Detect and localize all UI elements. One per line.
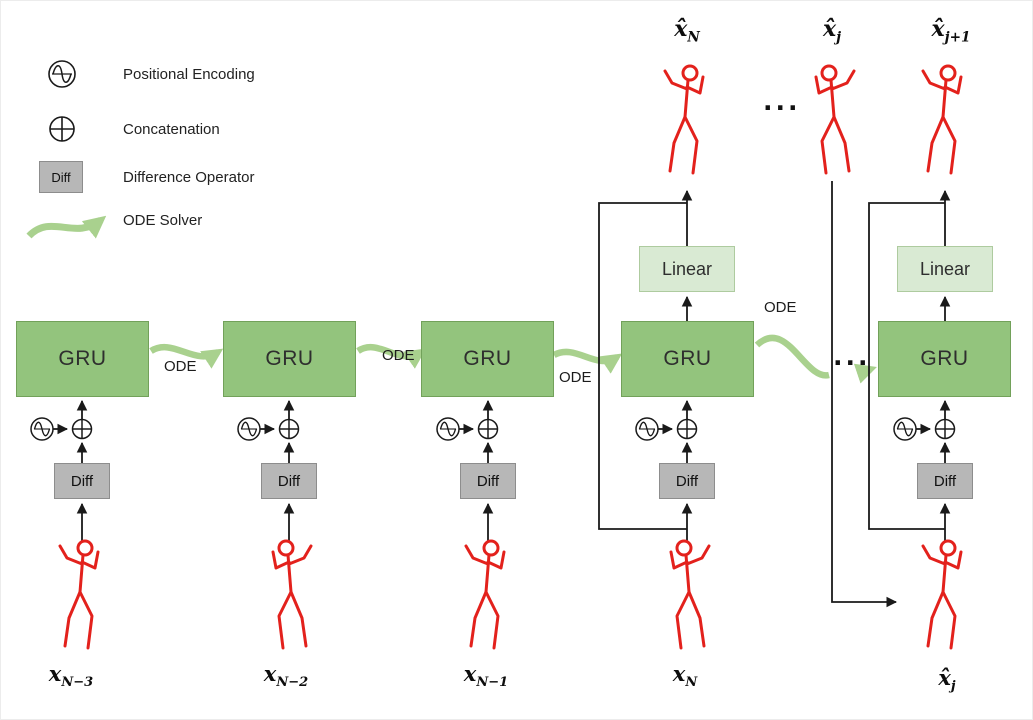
math-sub: N xyxy=(685,675,698,691)
diff-block-5: Diff xyxy=(917,463,973,499)
math-sub: N−3 xyxy=(61,675,94,691)
pose-figure-output-j1 xyxy=(921,64,963,175)
gru-block-2: GRU xyxy=(223,321,356,397)
math-sub: j xyxy=(950,679,956,695)
ode-solver-arrows xyxy=(149,334,877,384)
math-sub: N−1 xyxy=(476,675,509,691)
pose-figure-output-j xyxy=(814,64,856,175)
pose-figure-input-5 xyxy=(921,539,963,650)
positional-encoding-icon xyxy=(237,417,261,441)
ode-arrow-3 xyxy=(552,348,623,374)
input-label-3: xN−1 xyxy=(464,662,508,691)
concatenation-icon xyxy=(278,418,300,440)
linear-block-2: Linear xyxy=(897,246,993,292)
column5-connectors xyxy=(868,189,951,541)
pose-figure-input-2 xyxy=(271,539,313,650)
math-base: x xyxy=(463,661,477,686)
math-base: x xyxy=(48,661,62,686)
legend-label-concatenation: Concatenation xyxy=(123,121,220,138)
input-label-4: xN xyxy=(673,662,697,691)
ode-label-4: ODE xyxy=(764,299,797,316)
prediction-feedback-arrow xyxy=(831,181,898,608)
column3-connectors xyxy=(459,399,494,541)
positional-encoding-icon xyxy=(893,417,917,441)
math-base: x̂ xyxy=(931,16,945,42)
concatenation-icon xyxy=(934,418,956,440)
skip-connection xyxy=(868,202,945,530)
ode-label-1: ODE xyxy=(164,358,197,375)
ode-arrow-2 xyxy=(356,343,427,369)
math-base: x xyxy=(672,661,686,686)
pose-figure-input-4 xyxy=(669,539,711,650)
legend-diff-box: Diff xyxy=(39,161,83,193)
diff-block-4: Diff xyxy=(659,463,715,499)
math-sub: N xyxy=(687,29,700,46)
diff-block-2: Diff xyxy=(261,463,317,499)
column2-connectors xyxy=(260,399,295,541)
ode-label-3: ODE xyxy=(559,369,592,386)
positional-encoding-icon xyxy=(436,417,460,441)
math-sub: j+1 xyxy=(944,29,971,46)
pose-figure-output-n xyxy=(663,64,705,175)
positional-encoding-icon xyxy=(48,60,76,88)
math-base: x̂ xyxy=(674,16,688,42)
input-label-2: xN−2 xyxy=(264,662,308,691)
gru-block-5: GRU xyxy=(878,321,1011,397)
ode-arrow-4a xyxy=(754,334,830,379)
math-base: x̂ xyxy=(822,16,837,42)
diff-block-1: Diff xyxy=(54,463,110,499)
positional-encoding-icon xyxy=(635,417,659,441)
ode-label-2: ODE xyxy=(382,347,415,364)
column4-connectors xyxy=(598,189,693,541)
legend-label-ode-solver: ODE Solver xyxy=(123,212,203,229)
gru-block-3: GRU xyxy=(421,321,554,397)
output-label-j: x̂j xyxy=(823,17,841,45)
legend-label-difference-operator: Difference Operator xyxy=(123,169,255,186)
ode-solver-arrow-icon xyxy=(26,215,107,239)
legend-label-positional-encoding: Positional Encoding xyxy=(123,66,255,83)
skip-connection xyxy=(598,202,687,530)
ellipsis-top: ... xyxy=(763,87,801,116)
column1-connectors xyxy=(53,399,88,541)
gru-block-1: GRU xyxy=(16,321,149,397)
diff-block-3: Diff xyxy=(460,463,516,499)
linear-block-1: Linear xyxy=(639,246,735,292)
math-base: x xyxy=(263,661,277,686)
output-pose-figures xyxy=(663,64,963,175)
concatenation-icon xyxy=(676,418,698,440)
ellipsis-middle: ... xyxy=(833,342,871,371)
concatenation-icon xyxy=(477,418,499,440)
math-sub: N−2 xyxy=(276,675,309,691)
gru-block-4: GRU xyxy=(621,321,754,397)
input-label-5: x̂j xyxy=(938,666,955,695)
math-sub: j xyxy=(836,29,842,46)
pose-figure-input-1 xyxy=(58,539,100,650)
concatenation-icon xyxy=(71,418,93,440)
output-label-j1: x̂j+1 xyxy=(932,17,971,45)
output-label-n: x̂N xyxy=(674,17,700,45)
input-label-1: xN−3 xyxy=(49,662,93,691)
positional-encoding-icon xyxy=(30,417,54,441)
ode-arrow-1 xyxy=(149,343,224,369)
pose-figure-input-3 xyxy=(464,539,506,650)
input-pose-figures xyxy=(58,539,963,650)
concatenation-icon xyxy=(49,116,75,142)
math-base: x̂ xyxy=(938,665,951,690)
